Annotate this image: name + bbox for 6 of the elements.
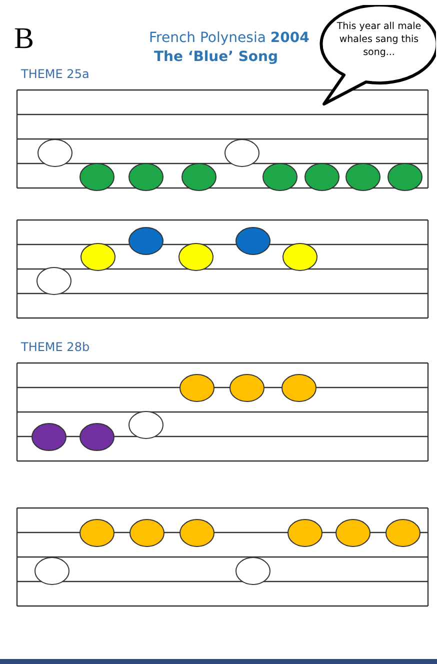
section-heading: THEME 28b (21, 340, 90, 354)
subtitle: The ‘Blue’ Song (154, 49, 278, 65)
speech-text: This year all male whales sang this song... (336, 20, 422, 59)
section-heading: THEME 25a (21, 67, 90, 81)
panel-letter: B (14, 22, 34, 56)
title: French Polynesia 2004 (149, 30, 310, 46)
